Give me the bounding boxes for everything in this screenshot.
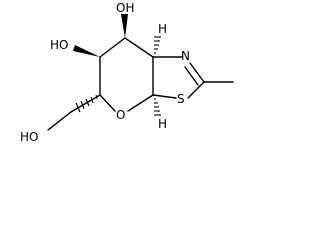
bond-c1-c2 — [124, 37, 154, 58]
atom-label-h-top: H — [158, 22, 167, 36]
wedge-bond-oh-left — [73, 45, 100, 57]
hashed-bond-h-top — [154, 36, 161, 54]
atom-label-oh-top: OH — [116, 1, 134, 15]
wedge-bond-oh-top — [121, 14, 128, 38]
bond-ch2-oh — [47, 111, 72, 131]
atom-label-n: N — [181, 49, 190, 63]
bond-ring-o-c5 — [99, 94, 116, 112]
bond-c3-ring-o — [127, 94, 154, 112]
hashed-bond-ch2oh — [75, 94, 98, 113]
bond-c6-c1 — [99, 37, 126, 58]
atom-label-oh-left: HO — [50, 38, 68, 52]
atom-label-s: S — [177, 92, 185, 106]
atom-label-h-bottom: H — [158, 117, 167, 131]
chemical-structure: OH HO HO O S N H H — [20, 1, 234, 144]
atom-label-ring-o: O — [116, 108, 125, 122]
bond-s-c3 — [152, 94, 177, 99]
bond-c5-ch2 — [70, 94, 101, 113]
bond-n-c-double-a — [189, 62, 205, 83]
bond-n-c-double-b — [184, 66, 199, 86]
hashed-bond-h-bottom — [154, 98, 161, 116]
bond-c-s — [187, 81, 205, 99]
atom-label-ch2oh: HO — [20, 130, 38, 144]
